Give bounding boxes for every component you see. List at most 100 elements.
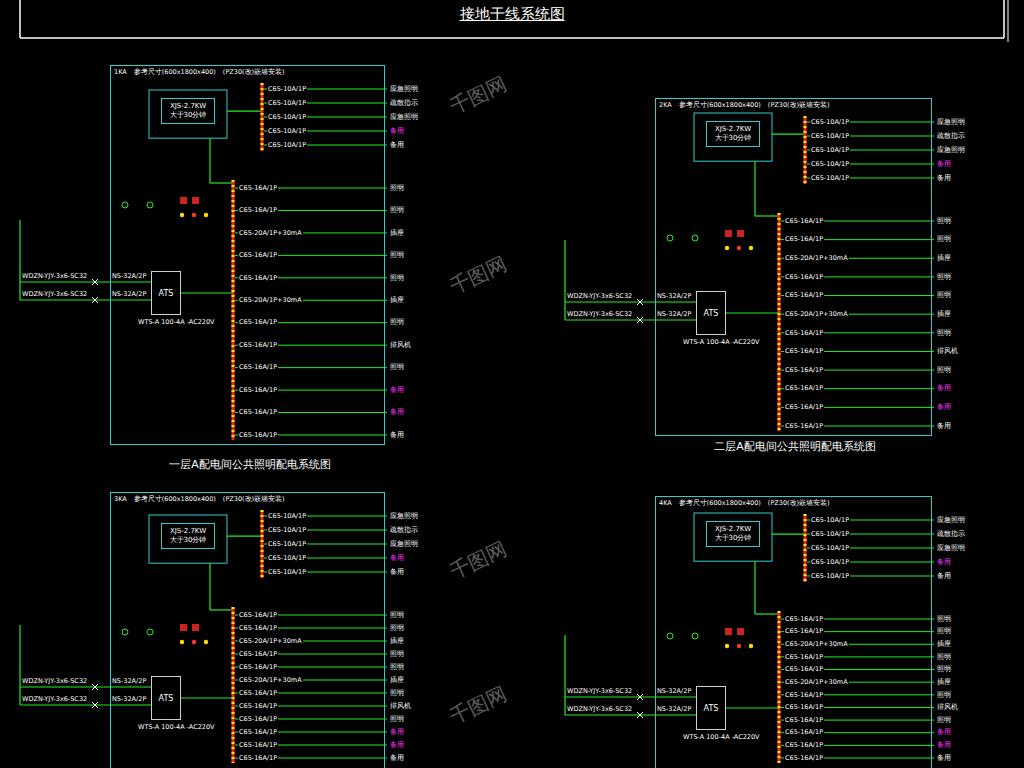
load-name: 备用 [390, 755, 404, 762]
breaker-rating: NS-32A/2P [112, 678, 146, 685]
breaker-rating: C65-16A/1P [784, 423, 824, 430]
wire [754, 161, 755, 216]
load-name: 照明 [937, 616, 951, 623]
wire [210, 182, 233, 183]
breaker-rating: C65-16A/1P [238, 275, 278, 282]
cable-spec: WDZN-YJY-3x6-SC32 [567, 706, 632, 713]
breaker-rating: NS-32A/2P [657, 293, 691, 300]
load-name: 照明 [937, 628, 951, 635]
load-name: 照明 [390, 364, 404, 371]
watermark: 千图网 [447, 73, 510, 116]
box-title: ATS [704, 309, 719, 318]
breaker-rating: C65-10A/1P [267, 100, 307, 107]
watermark: 千图网 [447, 683, 510, 726]
load-name: 照明 [937, 692, 951, 699]
breaker-symbol [637, 712, 643, 718]
breaker-rating: C65-10A/1P [810, 161, 850, 168]
feeder-line [564, 240, 565, 320]
load-name: 应急照明 [390, 513, 418, 520]
wire [754, 561, 755, 614]
load-name: 照明 [390, 651, 404, 658]
breaker-rating: C65-10A/1P [267, 541, 307, 548]
breaker-rating: C65-16A/1P [784, 348, 824, 355]
load-name: 备用 [937, 161, 951, 168]
breaker-rating: C65-16A/1P [238, 387, 278, 394]
bus-bar [261, 510, 264, 578]
breaker-rating: C65-20A/1P+30mA [784, 311, 849, 318]
ats-spec: WTS-A 100-4A -AC220V [683, 339, 760, 346]
feeder-line [20, 299, 151, 300]
load-name: 照明 [937, 367, 951, 374]
breaker-rating: C65-20A/1P+30mA [784, 641, 849, 648]
indicator-lamp [204, 213, 208, 217]
breaker-rating: C65-10A/1P [810, 545, 850, 552]
breaker-rating: C65-10A/1P [810, 175, 850, 182]
cable-spec: WDZN-YJY-3x6-SC32 [567, 688, 632, 695]
load-name: 备用 [937, 573, 951, 580]
ats-switch-box: ATS [696, 686, 726, 730]
load-name: 应急照明 [937, 119, 965, 126]
breaker-symbol [637, 694, 643, 700]
breaker-rating: C65-16A/1P [784, 616, 824, 623]
meter-symbol [737, 628, 744, 635]
load-name: 疏散指示 [937, 133, 965, 140]
load-name: 照明 [390, 664, 404, 671]
box-title: 4KA [659, 500, 672, 507]
load-name: 疏散指示 [390, 527, 418, 534]
cable-spec: WDZN-YJY-3x6-SC32 [567, 311, 632, 318]
ats-switch-box: ATS [151, 271, 181, 315]
wire [227, 110, 262, 111]
wire [755, 215, 779, 216]
load-name: 照明 [937, 717, 951, 724]
load-name: 备用 [937, 755, 951, 762]
breaker-rating: C65-16A/1P [784, 385, 824, 392]
indicator-lamp [204, 640, 208, 644]
load-name: 疏散指示 [937, 531, 965, 538]
breaker-rating: C65-10A/1P [810, 517, 850, 524]
frame-line [20, 37, 1004, 39]
breaker-symbol [92, 279, 98, 285]
bus-bar [778, 213, 781, 431]
load-name: 备用 [937, 729, 951, 736]
feeder-line [20, 686, 151, 687]
breaker-rating: C65-10A/1P [810, 573, 850, 580]
load-name: 照明 [937, 292, 951, 299]
meter-symbol [737, 230, 744, 237]
box-title: ATS [159, 694, 174, 703]
feeder-line [565, 696, 696, 697]
breaker-symbol [637, 299, 643, 305]
load-name: 排风机 [390, 342, 411, 349]
breaker-rating: C65-16A/1P [238, 625, 278, 632]
load-name: 备用 [390, 128, 404, 135]
breaker-rating: C65-16A/1P [784, 717, 824, 724]
breaker-symbol [637, 317, 643, 323]
load-name: 排风机 [937, 348, 958, 355]
load-name: 应急照明 [937, 545, 965, 552]
indicator-lamp [122, 202, 128, 208]
box-title: 1KA [114, 69, 127, 76]
feeder-line [19, 625, 20, 705]
ats-switch-box: ATS [151, 676, 181, 720]
load-name: 照明 [390, 690, 404, 697]
sheet-title: 接地干线系统图 [460, 6, 565, 23]
breaker-rating: C65-10A/1P [810, 147, 850, 154]
breaker-rating: C65-10A/1P [267, 527, 307, 534]
breaker-rating: C65-10A/1P [267, 114, 307, 121]
breaker-symbol [92, 297, 98, 303]
indicator-lamp [667, 633, 673, 639]
load-name: 插座 [937, 311, 951, 318]
bus-bar [778, 611, 781, 763]
indicator-lamp [737, 644, 741, 648]
breaker-rating: C65-20A/1P+30mA [784, 679, 849, 686]
meter-symbol [180, 624, 187, 631]
load-name: 备用 [937, 175, 951, 182]
load-name: 备用 [937, 404, 951, 411]
frame-line [1003, 0, 1005, 38]
drawing-caption: 二层A配电间公共照明配电系统图 [714, 441, 876, 452]
breaker-rating: C65-16A/1P [784, 236, 824, 243]
meter-symbol [192, 624, 199, 631]
load-name: 照明 [937, 274, 951, 281]
load-name: 备用 [937, 423, 951, 430]
indicator-lamp [725, 644, 729, 648]
eps-unit-box: XJS-2.7KW 大于30分钟 [161, 98, 215, 124]
